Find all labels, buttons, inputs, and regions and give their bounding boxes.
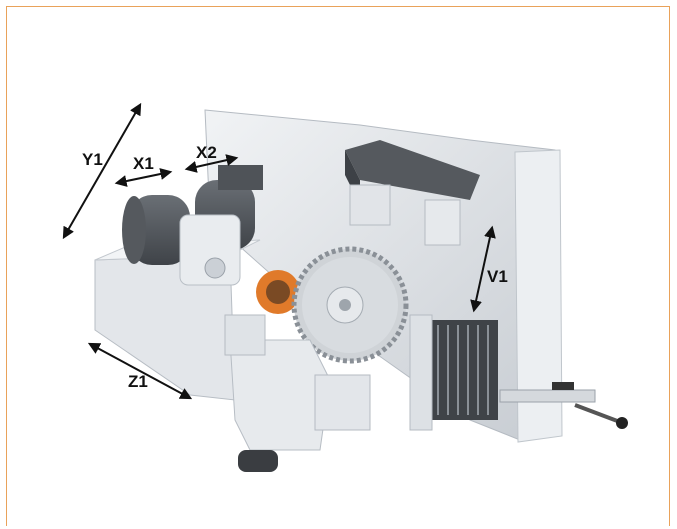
axis-arrows xyxy=(62,102,496,400)
handle-bar xyxy=(499,382,628,429)
lower-column xyxy=(224,314,371,472)
axis-label-z1: Z1 xyxy=(128,372,148,391)
axis-label-v1: V1 xyxy=(487,267,508,286)
clamp-block xyxy=(345,140,480,246)
spindle-housing xyxy=(179,214,241,286)
z1-arrow xyxy=(87,342,193,400)
grinding-wheel xyxy=(256,270,300,314)
axis-label-y1: Y1 xyxy=(82,150,103,169)
saw-blade xyxy=(291,246,409,364)
x1-arrow xyxy=(114,168,173,187)
x2-arrow xyxy=(184,154,239,173)
y1-arrow xyxy=(62,102,142,240)
v1-arrow xyxy=(470,225,496,313)
heatsink-block xyxy=(409,314,498,431)
axis-label-x1: X1 xyxy=(133,154,154,173)
axis-label-x2: X2 xyxy=(196,143,217,162)
